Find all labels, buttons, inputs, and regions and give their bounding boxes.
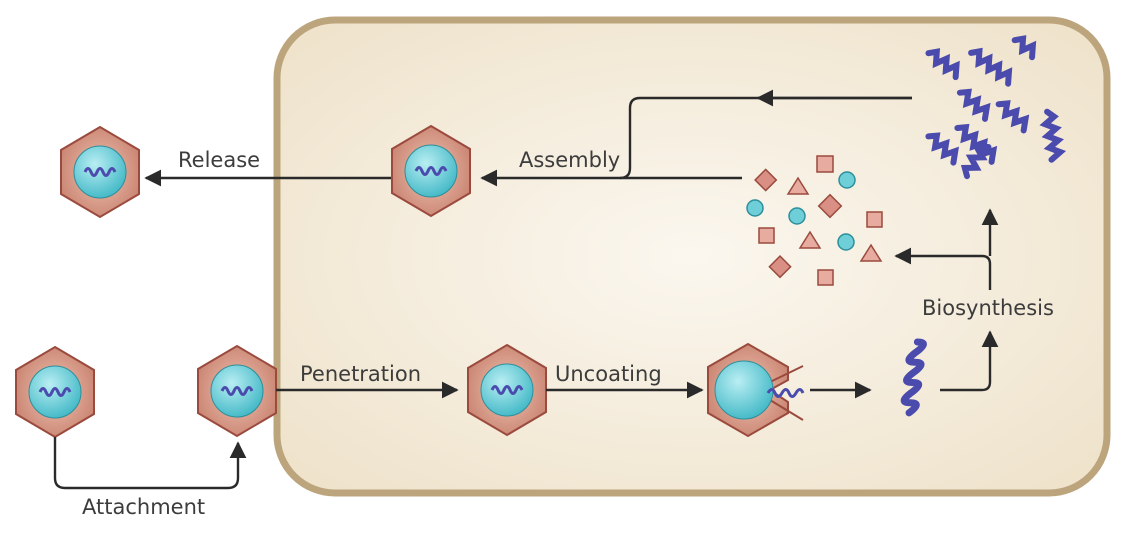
virion-free [15,345,95,439]
protein-subunits [746,155,883,286]
arrow-to-proteins [894,247,992,290]
virion-penetrated [467,343,547,437]
virion-released [60,125,140,219]
label-attachment: Attachment [82,495,206,519]
label-release: Release [178,148,261,172]
arrow-attachment [53,437,247,490]
label-biosynthesis: Biosynthesis [922,296,1054,320]
replicated-nucleic-acids [925,35,1067,180]
nucleic-acid-released [900,338,927,417]
label-assembly: Assembly [519,148,621,172]
label-penetration: Penetration [300,362,422,386]
flow-arrows [53,89,999,490]
arrow-biosynthesis-up [940,330,999,392]
virion-uncoating [707,342,805,438]
virion-assembled [391,124,471,218]
virion-attached [197,344,277,438]
label-uncoating: Uncoating [555,362,662,386]
